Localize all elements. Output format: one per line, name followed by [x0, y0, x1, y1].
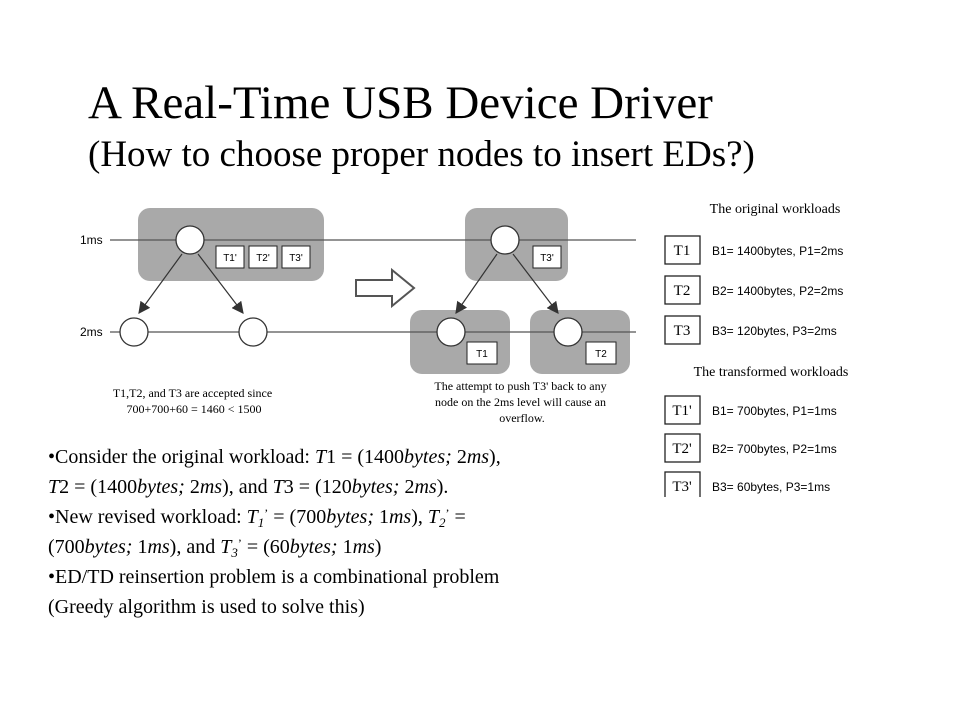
transformed-task-label-3: T3' [672, 479, 692, 495]
transformed-task-desc-2: B2= 700bytes, P2=1ms [712, 442, 837, 456]
right-top-task-box [532, 245, 562, 269]
right-top-task-label: T3' [540, 253, 554, 264]
right-caption-line-1: The attempt to push T3' back to any [434, 379, 606, 393]
slide-title: A Real-Time USB Device Driver (How to ch… [88, 74, 948, 178]
original-task-box-3 [664, 315, 701, 345]
right-left-task-box [466, 341, 498, 365]
right-caption: The attempt to push T3' back to any node… [434, 379, 609, 425]
original-task-label-1: T1 [674, 243, 691, 259]
figure-crop-mask [658, 497, 888, 507]
original-task-box-1 [664, 235, 701, 265]
right-left-task-label: T1 [476, 349, 488, 360]
transformed-task-label-1: T1' [672, 403, 692, 419]
bullet-list: •Consider the original workload: T1 = (1… [48, 442, 668, 622]
left-tree-arrow-left [138, 253, 183, 314]
transformed-task-desc-3: B3= 60bytes, P3=1ms [712, 480, 830, 494]
level-label-2ms: 2ms [80, 325, 103, 339]
right-tree-arrow-left [455, 253, 498, 314]
left-task-label-3: T3' [289, 253, 303, 264]
bullet-1: •Consider the original workload: T1 = (1… [48, 446, 501, 468]
right-root-node [490, 225, 520, 255]
left-child-node-2 [238, 317, 268, 347]
right-tree-arrow-right [512, 253, 559, 314]
bullet-3-cont: (Greedy algorithm is used to solve this) [48, 596, 365, 618]
right-child-node-2 [553, 317, 583, 347]
right-caption-line-3: overflow. [499, 411, 545, 425]
title-line-1: A Real-Time USB Device Driver [88, 77, 713, 129]
left-caption-line-2: 700+700+60 = 1460 < 1500 [126, 402, 261, 416]
transformed-task-box-2 [664, 433, 701, 463]
original-task-desc-3: B3= 120bytes, P3=2ms [712, 324, 837, 338]
original-task-label-3: T3 [674, 323, 691, 339]
original-workloads-title: The original workloads [710, 202, 841, 217]
original-task-desc-1: B1= 1400bytes, P1=2ms [712, 244, 843, 258]
left-child-node-1 [119, 317, 149, 347]
bullet-3: •ED/TD reinsertion problem is a combinat… [48, 566, 500, 588]
bullet-1-cont: T2 = (1400bytes; 2ms), and T3 = (120byte… [48, 476, 449, 498]
transformed-workloads-title: The transformed workloads [694, 365, 849, 380]
left-caption-line-1: T1,T2, and T3 are accepted since [113, 386, 272, 400]
title-subtitle: (How to choose proper nodes to insert ED… [88, 134, 755, 175]
left-tree-arrow-right [197, 253, 244, 314]
right-child-node-1 [436, 317, 466, 347]
left-task-box-2 [248, 245, 278, 269]
right-right-task-label: T2 [595, 349, 607, 360]
right-right-task-box [585, 341, 617, 365]
level-label-1ms: 1ms [80, 233, 103, 247]
left-task-box-3 [281, 245, 311, 269]
original-task-box-2 [664, 275, 701, 305]
left-task-label-1: T1' [223, 253, 237, 264]
right-caption-line-2: node on the 2ms level will cause an [435, 395, 606, 409]
left-1ms-group [138, 208, 324, 281]
bullet-2-cont: (700bytes; 1ms), and T3’ = (60bytes; 1ms… [48, 536, 382, 560]
bullet-2: •New revised workload: T1’ = (700bytes; … [48, 506, 466, 530]
left-caption: T1,T2, and T3 are accepted since 700+700… [113, 386, 275, 416]
transformed-task-box-1 [664, 395, 701, 425]
transformed-task-label-2: T2' [672, 441, 692, 457]
left-root-node [175, 225, 205, 255]
left-task-label-2: T2' [256, 253, 270, 264]
original-task-desc-2: B2= 1400bytes, P2=2ms [712, 284, 843, 298]
transform-arrow-icon [355, 267, 416, 309]
transformed-task-desc-1: B1= 700bytes, P1=1ms [712, 404, 837, 418]
left-task-box-1 [215, 245, 245, 269]
transformed-task-box-3 [664, 471, 701, 501]
original-task-label-2: T2 [674, 283, 691, 299]
